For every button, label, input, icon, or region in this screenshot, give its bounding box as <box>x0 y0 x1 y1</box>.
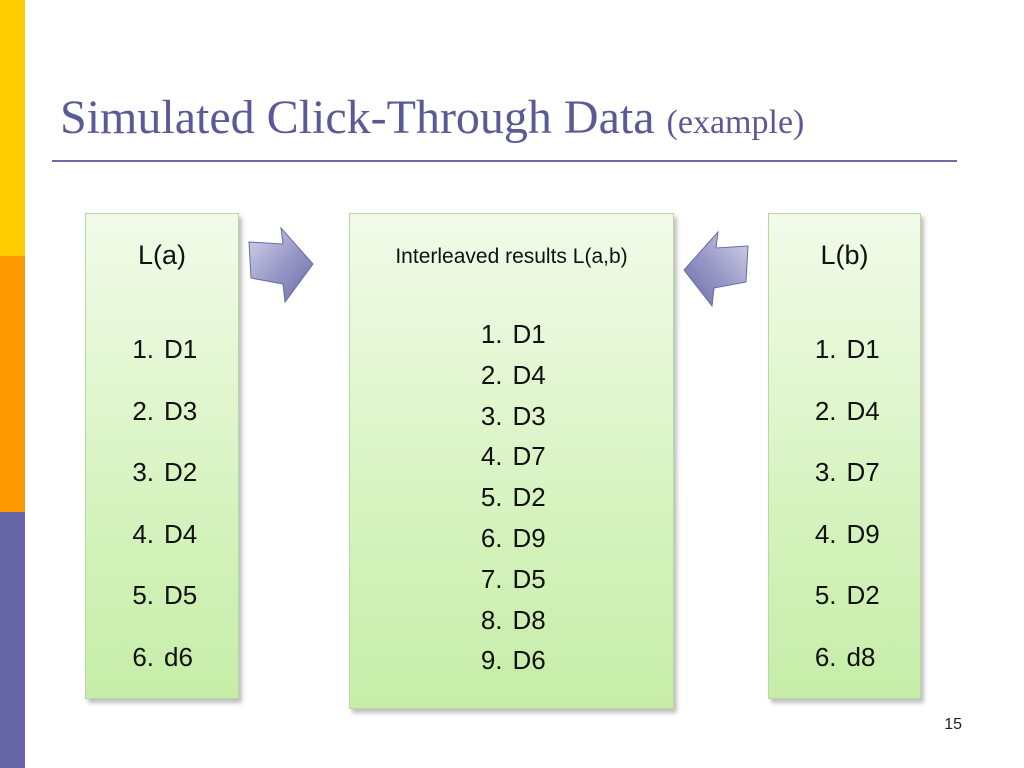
list-item: 1.D1 <box>132 334 198 364</box>
interleaved-box: Interleaved results L(a,b) 1.D1 2.D4 3.D… <box>349 213 674 709</box>
list-a-items: 1.D1 2.D3 3.D2 4.D4 5.D5 6.d6 <box>86 334 238 703</box>
list-b-items: 1.D1 2.D4 3.D7 4.D9 5.D2 6.d8 <box>769 334 920 703</box>
interleaved-items: 1.D1 2.D4 3.D3 4.D7 5.D2 6.D9 7.D5 8.D8 … <box>350 319 673 686</box>
list-item: 7.D5 <box>480 563 546 594</box>
arrow-left-icon <box>683 230 749 308</box>
list-item: 3.D7 <box>814 457 880 487</box>
list-b-heading: L(b) <box>820 240 869 270</box>
list-item: 4.D7 <box>480 441 546 472</box>
list-item: 5.D5 <box>132 580 198 610</box>
list-item: 6.D9 <box>480 522 546 553</box>
list-item: 3.D2 <box>132 457 198 487</box>
interleaved-heading: Interleaved results L(a,b) <box>395 245 628 268</box>
arrow-right-icon <box>248 226 314 304</box>
list-item: 4.D9 <box>814 518 880 549</box>
list-item: 9.D6 <box>480 645 546 676</box>
list-a-box: L(a) 1.D1 2.D3 3.D2 4.D4 5.D5 6.d6 <box>85 213 239 699</box>
list-b-box: L(b) 1.D1 2.D4 3.D7 4.D9 5.D2 6.d8 <box>768 213 921 699</box>
list-item: 4.D4 <box>132 518 198 549</box>
slide-title-main: Simulated Click-Through Data <box>60 91 655 144</box>
list-item: 6.d8 <box>814 641 876 672</box>
slide-title: Simulated Click-Through Data (example) <box>60 90 804 145</box>
accent-bar-purple <box>0 512 25 768</box>
accent-bar-yellow <box>0 0 25 256</box>
page-number: 15 <box>944 716 962 733</box>
list-item: 2.D3 <box>132 395 198 426</box>
title-divider <box>52 160 957 162</box>
list-item: 1.D1 <box>480 319 546 349</box>
slide-title-sub: (example) <box>666 104 805 141</box>
list-item: 3.D3 <box>480 400 546 431</box>
list-item: 8.D8 <box>480 604 546 635</box>
list-item: 2.D4 <box>814 395 880 426</box>
list-item: 5.D2 <box>814 580 880 610</box>
list-item: 2.D4 <box>480 359 546 390</box>
list-item: 5.D2 <box>480 482 546 513</box>
list-a-heading: L(a) <box>137 240 186 270</box>
list-item: 6.d6 <box>132 641 193 672</box>
accent-bar-orange <box>0 256 25 512</box>
list-item: 1.D1 <box>814 334 880 364</box>
